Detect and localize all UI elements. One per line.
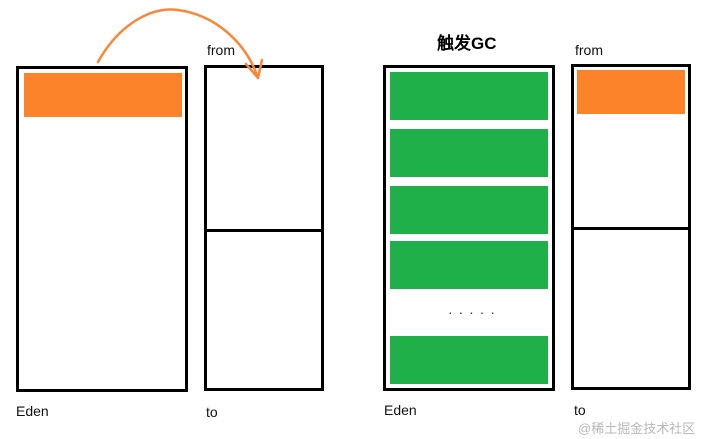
right-eden-box: · · · · ·: [383, 65, 555, 391]
right-eden-object: [390, 186, 548, 234]
right-eden-object: [390, 72, 548, 120]
gc-title: 触发GC: [437, 34, 497, 53]
left-to-label: to: [206, 404, 218, 420]
left-from-label: from: [207, 42, 235, 58]
right-eden-object: [390, 336, 548, 384]
right-from-label: from: [575, 42, 603, 58]
watermark: @稀土掘金技术社区: [578, 421, 696, 436]
right-eden-label: Eden: [384, 402, 417, 418]
right-to-label: to: [574, 402, 586, 418]
right-eden-object: [390, 241, 548, 289]
left-survivor-box: [204, 65, 324, 391]
left-eden-box: [16, 66, 188, 392]
left-survivor-divider: [204, 229, 324, 232]
left-eden-label: Eden: [16, 403, 49, 419]
left-eden-object: [24, 73, 182, 117]
right-from-object: [577, 70, 685, 114]
right-eden-object: [390, 129, 548, 177]
right-survivor-divider: [571, 227, 691, 230]
ellipsis: · · · · ·: [448, 304, 496, 320]
